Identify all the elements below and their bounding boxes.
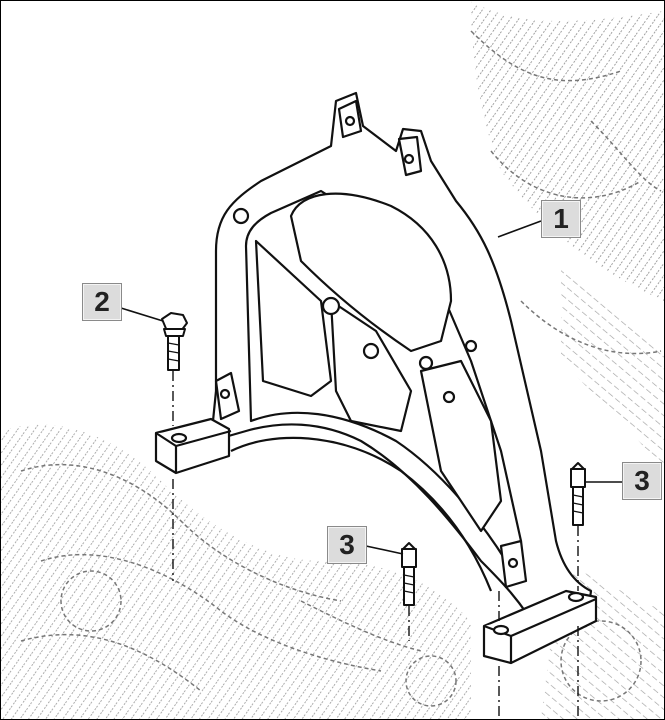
bracket-part <box>209 91 593 638</box>
stud-right <box>570 462 586 526</box>
stud-center <box>401 542 417 606</box>
callout-label-3-right: 3 <box>622 462 662 500</box>
left-mounting-foot <box>154 417 232 475</box>
assembly-centerlines <box>172 371 579 719</box>
callout-label-3-center: 3 <box>327 526 367 564</box>
callout-label-2: 2 <box>82 283 122 321</box>
callout-label-1: 1 <box>541 200 581 238</box>
flange-bolt <box>161 312 188 371</box>
callout-leader-lines <box>120 220 622 555</box>
right-mounting-foot <box>482 589 598 665</box>
